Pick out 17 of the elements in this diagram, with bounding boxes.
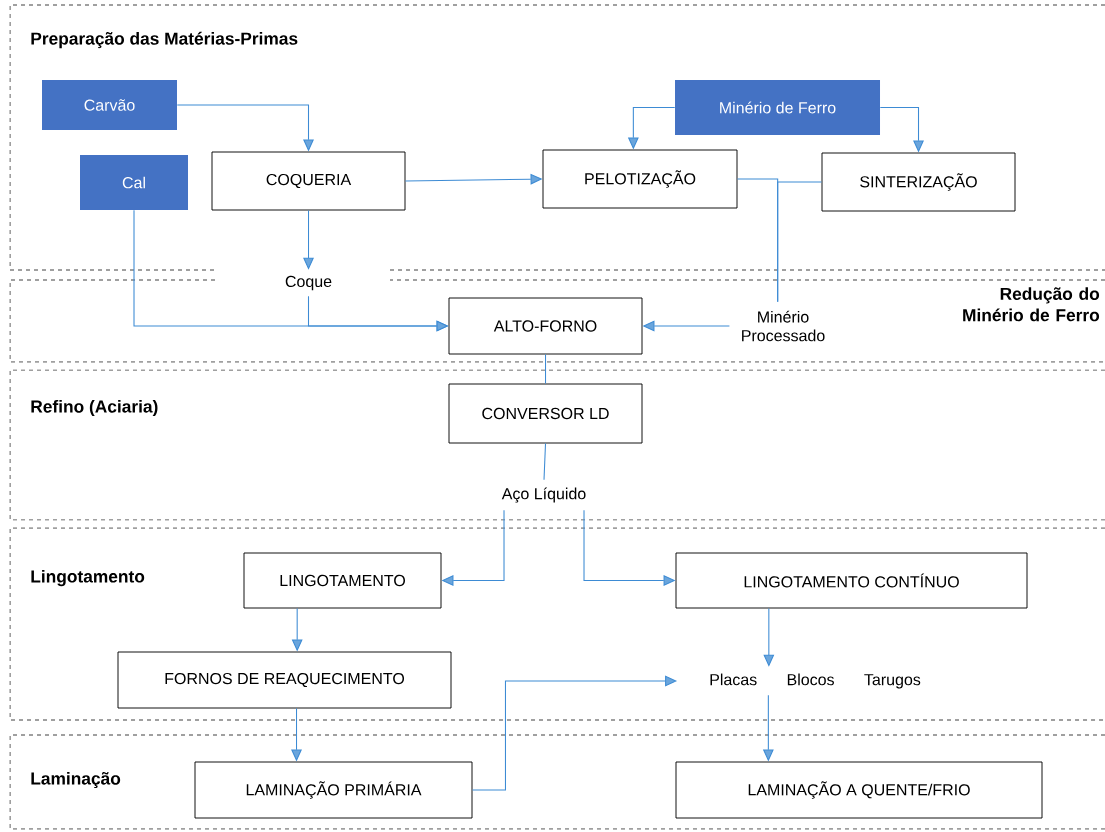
process-box: LAMINAÇÃO PRIMÁRIA xyxy=(194,761,473,819)
process-box: ALTO-FORNO xyxy=(448,297,643,355)
input-box: Carvão xyxy=(42,80,177,130)
process-box: PELOTIZAÇÃO xyxy=(542,149,738,209)
flow-label: Minério Processado xyxy=(742,310,825,342)
process-box: CONVERSOR LD xyxy=(448,383,643,444)
input-box: Cal xyxy=(80,155,188,210)
product-labels: Placas Blocos Tarugos xyxy=(710,673,921,689)
process-box: FORNOS DE REAQUECIMENTO xyxy=(117,651,452,709)
flow-label: Coque xyxy=(285,275,332,291)
process-box: LINGOTAMENTO CONTÍNUO xyxy=(675,552,1028,609)
process-box: LINGOTAMENTO xyxy=(243,552,442,609)
flow-label: Aço Líquido xyxy=(501,487,586,503)
input-box: Minério de Ferro xyxy=(675,80,880,135)
process-box: LAMINAÇÃO A QUENTE/FRIO xyxy=(675,761,1043,819)
process-box: SINTERIZAÇÃO xyxy=(821,152,1016,212)
process-box: COQUERIA xyxy=(211,151,406,211)
